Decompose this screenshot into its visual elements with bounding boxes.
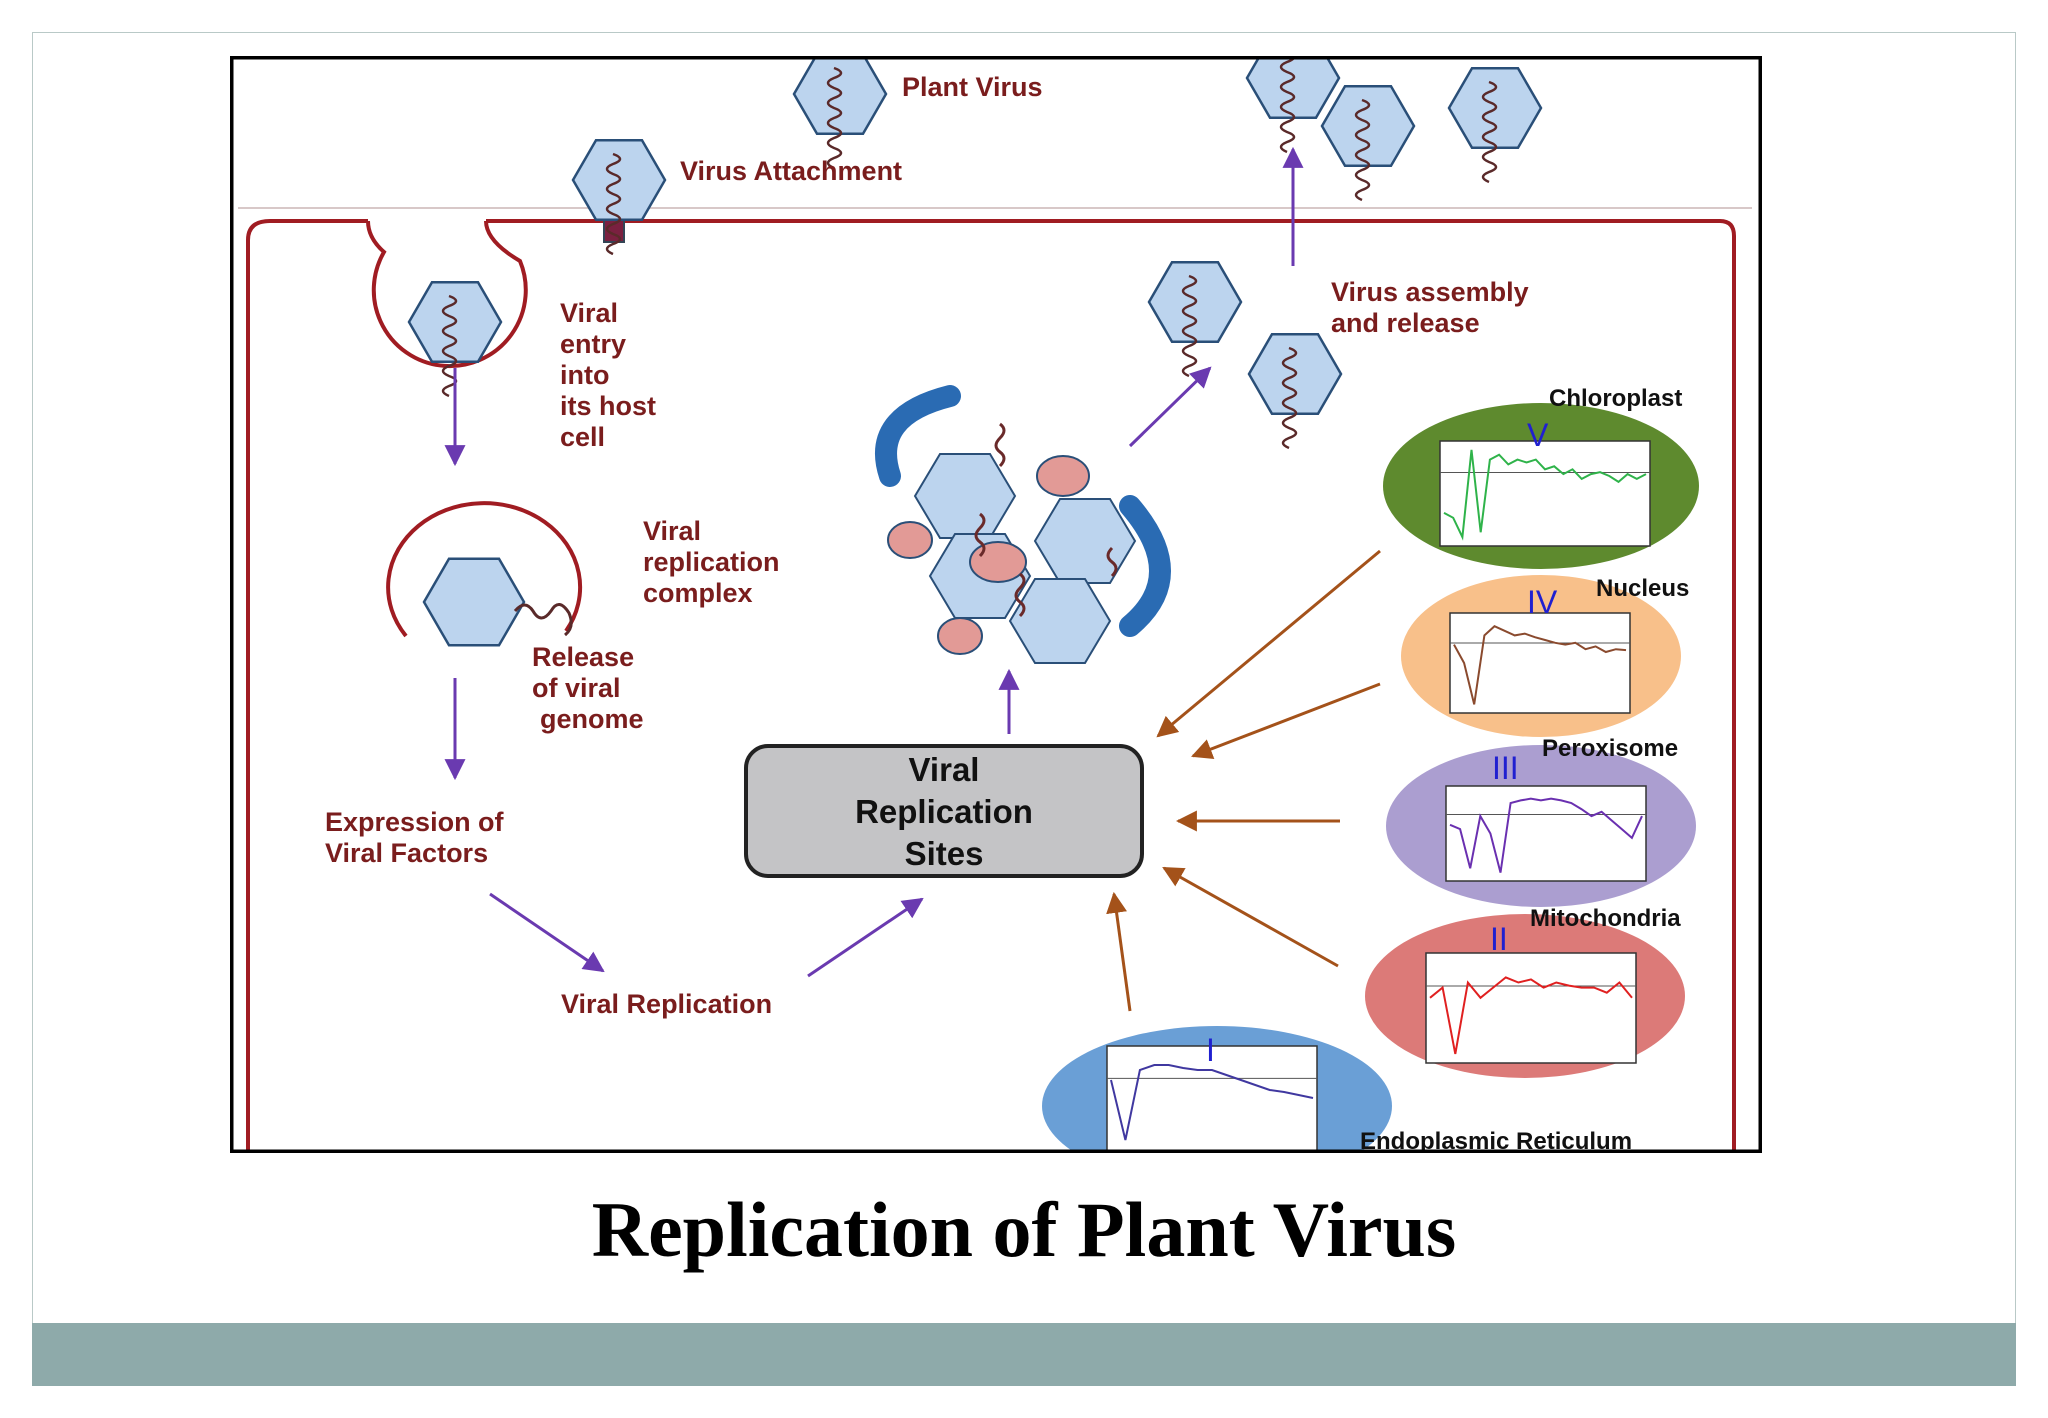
virus-capsid-icon [1320, 84, 1416, 202]
virus-capsid-icon [571, 138, 667, 256]
label-replication-complex-2: replication [643, 547, 780, 577]
sites-label-2: Replication [855, 793, 1033, 830]
virus-capsid-icon [1447, 66, 1543, 184]
arrow-mitochondria [1162, 866, 1339, 968]
label-viral-entry-2: entry [560, 329, 626, 359]
organelle-peroxisome: III Peroxisome [1386, 735, 1696, 907]
organelle-er: I Endoplasmic Reticulum [1042, 1026, 1632, 1153]
arrow-expression-to-replication [489, 892, 605, 973]
label-replication-complex-1: Viral [643, 516, 701, 546]
virus-capsid-icon [1247, 332, 1343, 450]
slide-footer-band [32, 1323, 2016, 1386]
cell-membrane [246, 219, 1736, 1153]
label-viral-entry-1: Viral [560, 298, 618, 328]
sites-label-1: Viral [909, 751, 980, 788]
label-release-genome-1: Release [532, 642, 634, 672]
organelle-nucleus: IV Nucleus [1401, 575, 1689, 737]
replication-complex [875, 385, 1171, 664]
organelle-numeral: II [1490, 921, 1508, 957]
organelle-name: Endoplasmic Reticulum [1360, 1128, 1632, 1153]
organelle-numeral: V [1527, 417, 1549, 453]
slide-title: Replication of Plant Virus [591, 1186, 1457, 1273]
arrow-complex-to-assembly [1128, 366, 1212, 448]
organelle-numeral: I [1206, 1032, 1215, 1068]
label-release-genome-3: genome [540, 704, 644, 734]
virus-capsid-icon [1147, 260, 1243, 378]
label-virus-attachment: Virus Attachment [680, 156, 902, 186]
label-plant-virus: Plant Virus [902, 72, 1043, 102]
label-assembly-1: Virus assembly [1331, 277, 1529, 307]
arrow-replication-to-sites [807, 897, 924, 978]
uncoating-capsid-icon [422, 557, 573, 647]
endocytic-vesicle [366, 220, 528, 369]
organelle-name: Nucleus [1596, 575, 1689, 602]
arrow-chloroplast [1156, 549, 1381, 738]
sites-label-3: Sites [905, 835, 984, 872]
organelle-name: Peroxisome [1542, 735, 1678, 762]
organelle-numeral: IV [1527, 584, 1558, 620]
label-assembly-2: and release [1331, 308, 1480, 338]
label-viral-entry-3: into [560, 360, 609, 390]
label-viral-entry-5: cell [560, 422, 605, 452]
arrow-nucleus [1191, 682, 1381, 760]
organelle-name: Chloroplast [1549, 385, 1682, 412]
organelle-numeral: III [1492, 750, 1519, 786]
uncoating-vesicle [386, 501, 583, 638]
virus-capsid-icon [792, 56, 888, 170]
organelle-mitochondria: II Mitochondria [1365, 905, 1685, 1078]
label-expression-1: Expression of [325, 807, 505, 837]
virus-capsid-icon [1245, 56, 1341, 154]
label-expression-2: Viral Factors [325, 838, 488, 868]
organelle-name: Mitochondria [1530, 905, 1681, 932]
label-viral-entry-4: its host [560, 391, 656, 421]
label-replication-complex-3: complex [643, 578, 753, 608]
arrow-er [1106, 891, 1132, 1012]
label-release-genome-2: of viral [532, 673, 621, 703]
viral-replication-sites-box [744, 744, 1144, 878]
label-viral-replication: Viral Replication [561, 989, 772, 1019]
